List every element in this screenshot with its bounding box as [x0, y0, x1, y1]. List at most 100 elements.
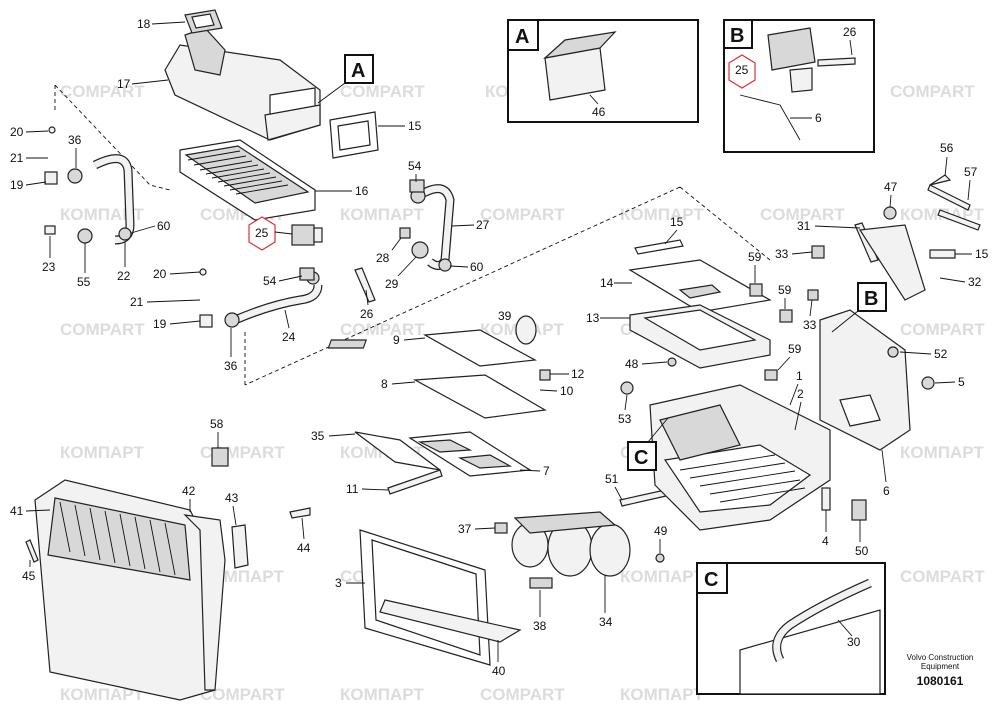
callout-29: 29 — [385, 277, 399, 291]
footer-brand-line2: Equipment — [921, 662, 960, 671]
callout-59-c: 59 — [788, 342, 802, 356]
watermark-text: COMPART — [900, 320, 985, 339]
detail-box-b-letter: B — [730, 25, 744, 47]
hvac-housing-part — [649, 384, 831, 531]
callout-25-detail: 25 — [735, 63, 749, 77]
callout-54: 54 — [408, 159, 422, 173]
watermark-text: КОМПАРТ — [60, 685, 144, 704]
callout-19: 19 — [10, 178, 24, 192]
damper-plate-8 — [412, 374, 547, 419]
callout-27: 27 — [476, 218, 490, 232]
callout-36-lower: 36 — [224, 359, 238, 373]
watermark-text: COMPART — [890, 82, 975, 101]
watermark-text: КОМПАРТ — [620, 685, 704, 704]
watermark-text: КОМПАРТ — [60, 205, 144, 224]
blower-motor-part — [511, 511, 631, 577]
callout-59-b: 59 — [778, 283, 792, 297]
callout-52: 52 — [934, 347, 948, 361]
callout-25: 25 — [255, 226, 269, 240]
watermark-text: КОМПАРТ — [340, 205, 424, 224]
misc-fittings — [299, 179, 956, 589]
coolant-hose-right — [417, 184, 455, 270]
air-duct-cover-part — [164, 27, 321, 141]
callout-21-lower: 21 — [130, 295, 144, 309]
damper-plate-9 — [327, 329, 537, 367]
callout-28: 28 — [376, 251, 390, 265]
callout-12: 12 — [571, 367, 585, 381]
seal-plate-40 — [379, 599, 522, 643]
callout-22: 22 — [117, 269, 131, 283]
seal-strip-15 — [634, 239, 684, 255]
callout-34: 34 — [599, 615, 613, 629]
callout-55: 55 — [77, 275, 91, 289]
callout-labels: 18 17 20 21 19 36 60 23 55 22 20 21 19 3… — [10, 17, 989, 678]
watermark-text: COMPART — [60, 82, 145, 101]
seal-strip-35 — [354, 431, 441, 471]
heater-core-part — [179, 139, 316, 221]
watermark-text: COMPART — [200, 685, 285, 704]
assembly-dashed-outline — [54, 84, 771, 386]
filter-tray-13 — [629, 304, 771, 369]
watermark-text: КОМПАРТ — [620, 567, 704, 586]
callout-59-a: 59 — [748, 250, 762, 264]
watermark-text: COMPART — [900, 567, 985, 586]
callout-49: 49 — [654, 524, 668, 538]
callout-37: 37 — [458, 522, 472, 536]
callout-43: 43 — [225, 491, 239, 505]
callout-25-hex: 25 — [248, 216, 293, 251]
callout-7: 7 — [543, 464, 550, 478]
watermark-row-6: КОМПАРТ COMPART КОМПАРТ COMPART КОМПАРТ — [60, 685, 704, 704]
filter-element-14 — [628, 259, 772, 313]
callout-10: 10 — [560, 384, 574, 398]
footer-brand-line1: Volvo Construction — [907, 653, 974, 662]
clip-part-58 — [211, 447, 229, 467]
callout-17: 17 — [117, 77, 131, 91]
callout-47: 47 — [884, 180, 898, 194]
detail-box-c: C 30 — [696, 562, 886, 695]
detail-box-a: A 46 — [507, 19, 699, 123]
watermark-row-4: КОМПАРТ COMPART КОМПАРТ COMPART КОМПАРТ — [60, 443, 984, 462]
hose-clamps — [44, 126, 452, 328]
callout-40: 40 — [492, 664, 506, 678]
ref-tag-b: B — [831, 282, 887, 333]
callout-9: 9 — [393, 333, 400, 347]
frame-part-3 — [359, 529, 491, 666]
watermark-text: COMPART — [340, 320, 425, 339]
callout-23: 23 — [42, 260, 56, 274]
ref-tag-b-letter: B — [864, 288, 878, 310]
callout-15: 15 — [408, 119, 422, 133]
callout-45: 45 — [22, 569, 36, 583]
cab-cover-part — [34, 479, 226, 701]
callout-4: 4 — [822, 534, 829, 548]
callout-50: 50 — [855, 544, 869, 558]
ref-tag-a-letter: A — [351, 60, 365, 82]
callout-15-tray: 15 — [670, 215, 684, 229]
callout-54-lower: 54 — [263, 274, 277, 288]
mounting-bracket-6 — [819, 309, 911, 451]
bracket-part-43 — [231, 524, 249, 569]
callout-14: 14 — [600, 276, 614, 290]
heater-hose-lower — [233, 284, 323, 325]
ref-tag-c: C — [627, 417, 669, 471]
callout-6-detail: 6 — [815, 111, 822, 125]
ref-tag-c-letter: C — [634, 447, 648, 469]
detail-box-a-letter: A — [515, 26, 529, 48]
callout-1: 1 — [796, 369, 803, 383]
callout-26-detail: 26 — [843, 25, 857, 39]
watermark-row-2: КОМПАРТ COMPART КОМПАРТ COMPART КОМПАРТ … — [60, 205, 984, 224]
watermark-text: COMPART — [480, 205, 565, 224]
callout-30: 30 — [847, 635, 861, 649]
callout-60: 60 — [157, 219, 171, 233]
duct-outlet-frame-part — [329, 111, 379, 159]
watermark-text: COMPART — [340, 82, 425, 101]
callout-33-a: 33 — [775, 247, 789, 261]
callout-56: 56 — [940, 141, 954, 155]
callout-24: 24 — [282, 330, 296, 344]
ref-tag-a: A — [317, 54, 374, 104]
watermark-text: КОМПАРТ — [620, 205, 704, 224]
callout-38: 38 — [533, 619, 547, 633]
callout-15-bracket: 15 — [975, 247, 989, 261]
callout-58: 58 — [210, 417, 224, 431]
detail-box-b: B 25 26 6 — [723, 19, 875, 153]
